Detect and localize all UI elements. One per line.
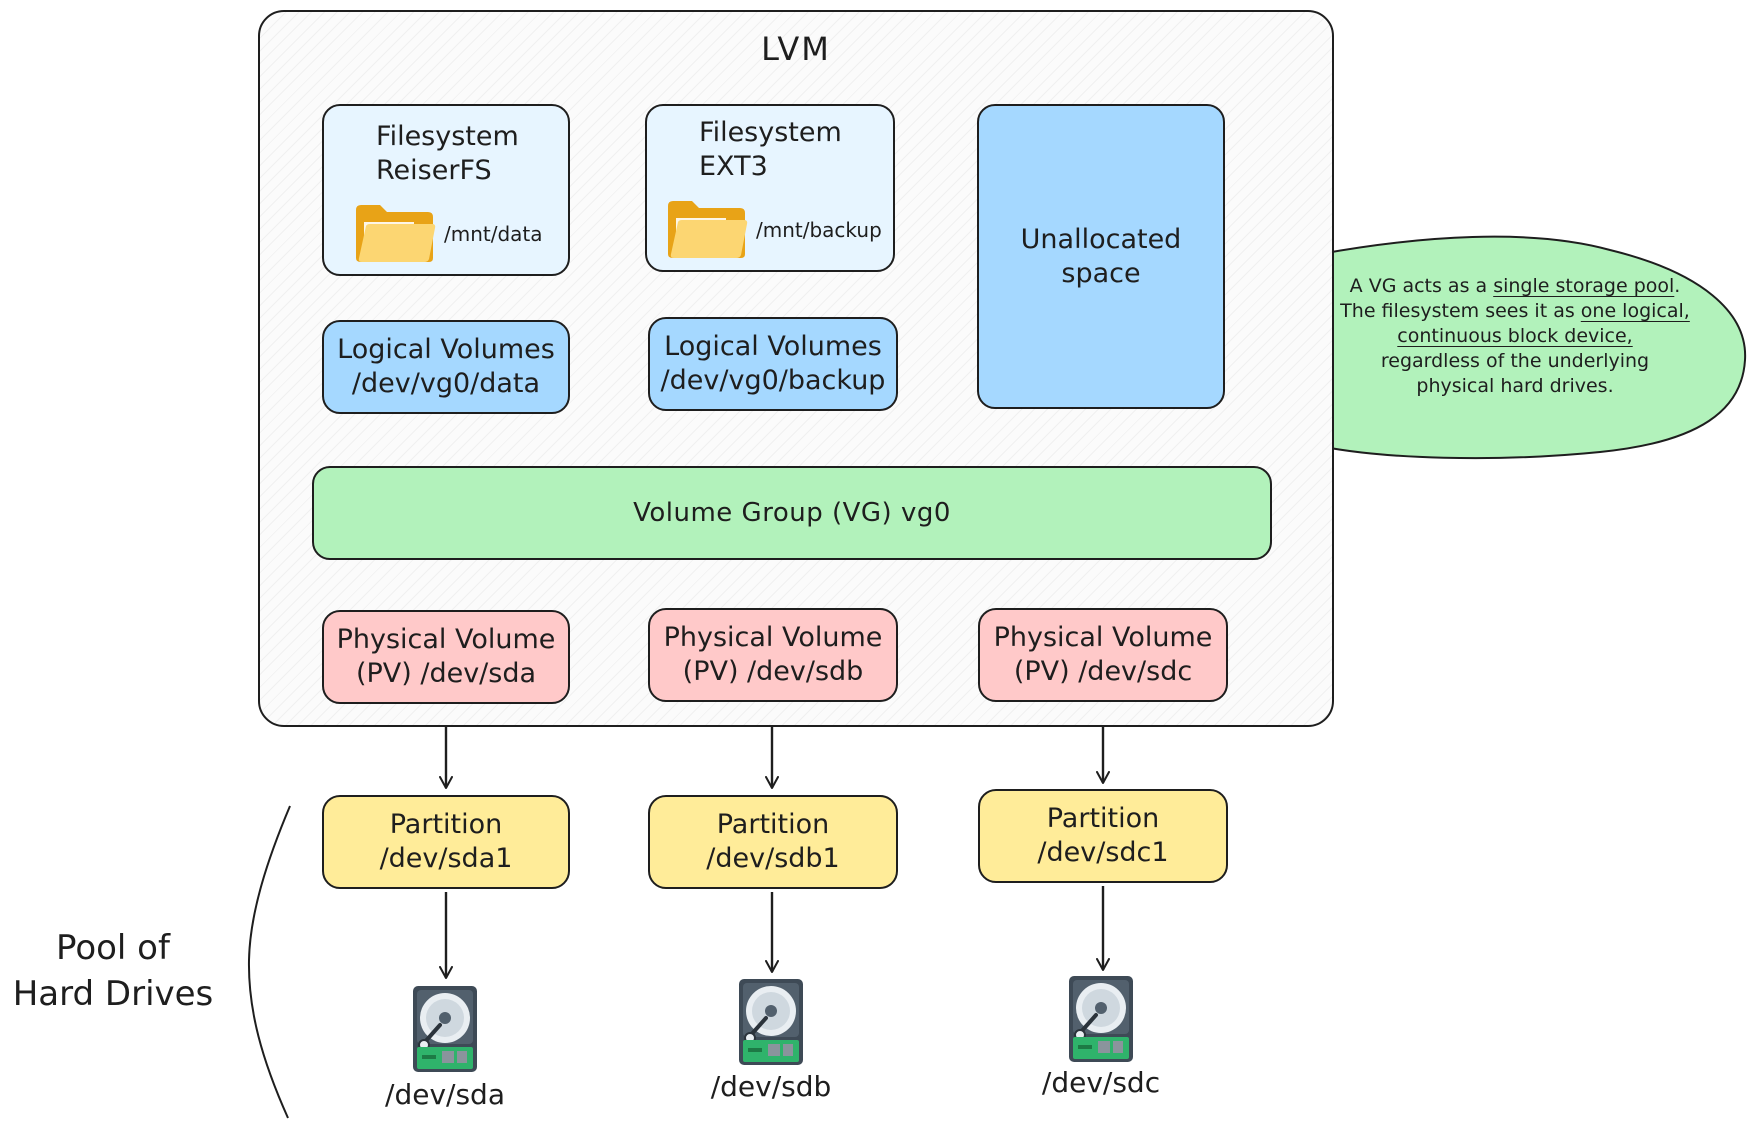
partition-label: Partition [1046,803,1160,835]
callout-line-1: A VG acts as a single storage pool. [1310,274,1720,299]
partition-path: /dev/sdb1 [706,843,840,874]
partition-sdb1[interactable]: Partition /dev/sdb1 [648,795,898,889]
drive-label-sdc: /dev/sdc [1041,1066,1161,1099]
pool-label: Pool of Hard Drives [0,926,226,1018]
lv-path: /dev/vg0/backup [660,365,886,396]
pool-bracket [247,805,291,1119]
volume-group[interactable]: Volume Group (VG) vg0 [312,466,1272,560]
pv-label: Physical Volume [336,624,556,656]
callout-emphasis: one logical, [1580,300,1690,322]
pv-label: Physical Volume [993,622,1213,654]
pool-label-line2: Hard Drives [12,973,214,1014]
filesystem-type: EXT3 [699,150,768,182]
partition-sda1[interactable]: Partition /dev/sda1 [322,795,570,889]
drive-label-sda: /dev/sda [385,1078,505,1111]
callout-text: . [1674,275,1681,297]
partition-path: /dev/sda1 [379,843,513,874]
lv-path: /dev/vg0/data [351,368,541,399]
lvm-title: LVM [761,30,831,68]
physical-volume-sda[interactable]: Physical Volume (PV) /dev/sda [322,610,570,704]
pv-label: Physical Volume [663,622,883,654]
hard-drive-icon [739,979,803,1065]
drive-label-sdb: /dev/sdb [710,1070,832,1103]
mount-point: /mnt/backup [756,218,882,242]
logical-volume-data[interactable]: Logical Volumes /dev/vg0/data [322,320,570,414]
hard-drive-icon [1069,976,1133,1062]
callout-line-2: The filesystem sees it as one logical, [1310,299,1720,324]
callout-line-4: regardless of the underlying [1380,350,1650,372]
callout-line-3: continuous block device, [1310,324,1720,349]
unallocated-space[interactable]: Unallocated space [977,104,1225,409]
vg-label: Volume Group (VG) vg0 [633,497,951,528]
folder-icon [668,201,748,258]
pv-path: (PV) /dev/sda [355,658,537,689]
folder-icon [356,205,436,262]
unallocated-line2: space [1061,257,1141,289]
lv-label: Logical Volumes [664,331,882,363]
unallocated-line1: Unallocated [1020,223,1182,255]
logical-volume-backup[interactable]: Logical Volumes /dev/vg0/backup [648,317,898,411]
partition-path: /dev/sdc1 [1037,837,1169,868]
partition-sdc1[interactable]: Partition /dev/sdc1 [978,789,1228,883]
hard-drive-icon [413,986,477,1072]
pv-path: (PV) /dev/sdb [682,656,864,687]
partition-label: Partition [389,809,503,841]
callout-note: A VG acts as a single storage pool. The … [1310,274,1720,399]
filesystem-type: ReiserFS [376,154,492,186]
pool-label-line1: Pool of [56,928,170,968]
filesystem-label: Filesystem [376,121,519,152]
pv-path: (PV) /dev/sdc [1013,656,1193,687]
filesystem-label: Filesystem [699,117,842,148]
mount-point: /mnt/data [444,222,543,246]
callout-emphasis: continuous block device, [1397,325,1633,347]
callout-text: A VG acts as a [1349,275,1494,297]
callout-text: The filesystem sees it as [1340,300,1581,322]
partition-label: Partition [716,809,830,841]
physical-volume-sdb[interactable]: Physical Volume (PV) /dev/sdb [648,608,898,702]
callout-emphasis: single storage pool [1493,275,1675,297]
physical-volume-sdc[interactable]: Physical Volume (PV) /dev/sdc [978,608,1228,702]
callout-line-5: physical hard drives. [1416,375,1614,397]
lv-label: Logical Volumes [337,334,555,366]
